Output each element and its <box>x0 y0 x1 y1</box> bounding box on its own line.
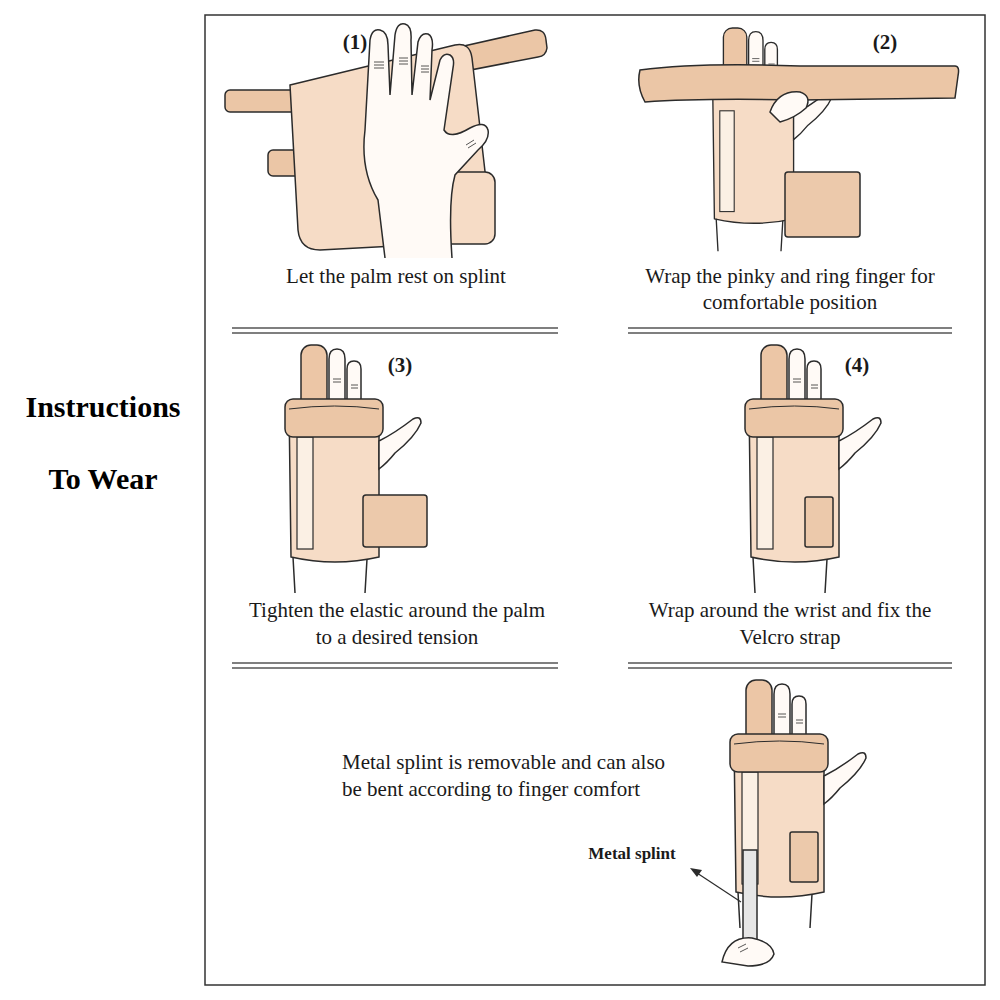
strap <box>730 734 828 772</box>
wrapped-hand <box>749 345 881 593</box>
note-text: Metal splint is removable and can also b… <box>342 749 687 803</box>
part-label: Metal splint <box>577 843 687 865</box>
arrowhead <box>690 868 702 877</box>
step-three-figure <box>285 345 427 593</box>
metal-splint-figure <box>690 680 866 966</box>
divider <box>232 667 558 669</box>
knuckle-mark <box>374 58 476 148</box>
step-number: (3) <box>370 352 430 378</box>
velcro-patch <box>790 832 818 882</box>
velcro-tab <box>363 495 427 547</box>
divider-lines <box>232 328 952 668</box>
divider <box>628 327 952 329</box>
divider <box>232 662 558 664</box>
frame <box>205 15 985 985</box>
step-two-figure <box>639 28 959 251</box>
divider <box>628 662 952 664</box>
divider <box>232 332 558 334</box>
divider <box>628 332 952 334</box>
step-number: (4) <box>827 352 887 378</box>
step-four-figure <box>745 345 881 593</box>
strap <box>285 399 383 437</box>
step-caption: Wrap around the wrist and fix the Velcro… <box>638 597 943 651</box>
step-one-figure <box>225 24 547 258</box>
divider <box>628 667 952 669</box>
helper-finger <box>770 92 808 122</box>
pulling-hand <box>722 938 774 966</box>
step-caption: Let the palm rest on splint <box>246 263 546 289</box>
knuckle-mark <box>738 944 748 952</box>
leader-line <box>697 873 741 902</box>
hand <box>364 24 488 258</box>
title: Instructions To Wear <box>25 371 180 515</box>
velcro-patch <box>805 497 833 547</box>
step-number: (2) <box>855 29 915 55</box>
step-caption: Tighten the elastic around the palm to a… <box>246 597 548 651</box>
strap <box>745 399 843 437</box>
divider <box>232 327 558 329</box>
wrapped-hand <box>289 345 421 593</box>
velcro-tab <box>785 172 860 237</box>
step-number: (1) <box>325 29 385 55</box>
step-caption: Wrap the pinky and ring finger for comfo… <box>633 263 948 315</box>
